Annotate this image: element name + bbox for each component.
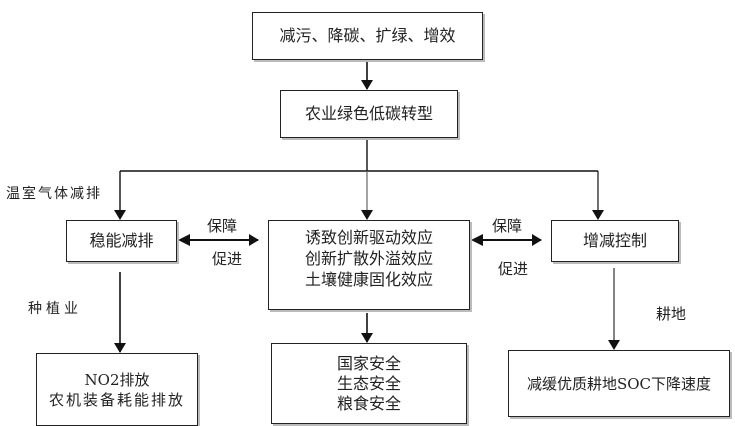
goal-box-text: 农业绿色低碳转型 xyxy=(304,104,433,123)
right-box-text: 增减控制 xyxy=(582,231,647,250)
label-planting: 种植业 xyxy=(28,301,82,317)
label-farmland: 耕地 xyxy=(656,305,687,323)
left-box-text: 稳能减排 xyxy=(89,231,154,250)
center-box-line-3: 土壤健康固化效应 xyxy=(304,270,433,289)
arrowhead-left-start xyxy=(178,234,190,246)
center-box-line-2: 创新扩散外溢效应 xyxy=(304,249,433,268)
bottom-left-line-1: NO2排放 xyxy=(84,370,150,389)
bottom-left-line-2: 农机装备耗能排放 xyxy=(48,390,185,409)
label-right-promote: 促进 xyxy=(498,260,529,278)
label-left-guarantee: 保障 xyxy=(207,217,238,235)
bottom-right-box: 减缓优质耕地SOC下降速度 xyxy=(508,350,730,417)
center-box: 诱致创新驱动效应 创新扩散外溢效应 土壤健康固化效应 xyxy=(268,220,470,310)
bottom-center-box: 国家安全 生态安全 粮食安全 xyxy=(271,343,467,424)
center-box-line-1: 诱致创新驱动效应 xyxy=(304,228,433,247)
bottom-center-line-2: 生态安全 xyxy=(336,373,401,393)
arrowhead-right-start xyxy=(471,234,483,246)
left-box: 稳能减排 xyxy=(66,220,177,262)
top-box-text: 减污、降碳、扩绿、增效 xyxy=(279,26,456,45)
label-left-promote: 促进 xyxy=(212,250,243,268)
top-box: 减污、降碳、扩绿、增效 xyxy=(252,12,483,60)
right-box: 增减控制 xyxy=(551,220,679,262)
bottom-center-line-3: 粮食安全 xyxy=(336,393,401,413)
bottom-left-box: NO2排放 农机装备耗能排放 xyxy=(36,353,198,426)
bottom-center-line-1: 国家安全 xyxy=(336,353,401,373)
label-right-guarantee: 保障 xyxy=(492,217,523,235)
goal-box: 农业绿色低碳转型 xyxy=(280,90,458,138)
label-greenhouse: 温室气体减排 xyxy=(6,186,102,202)
bottom-right-text: 减缓优质耕地SOC下降速度 xyxy=(526,374,712,393)
